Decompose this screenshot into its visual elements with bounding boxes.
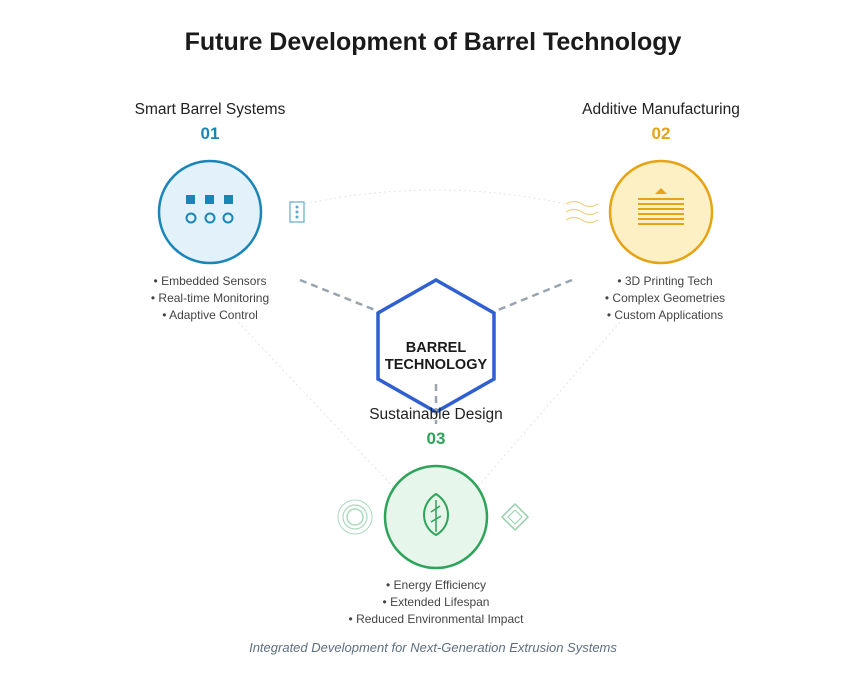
node-bullets-additive: 3D Printing Tech Complex Geometries Cust… [535,273,795,323]
bullet-item: Complex Geometries [535,290,795,307]
node-circle [157,159,263,265]
layered-print-icon [638,188,684,225]
footer-caption: Integrated Development for Next-Generati… [249,640,617,655]
node-number-03: 03 [426,429,446,448]
node-bullets-smart-barrel: Embedded Sensors Real-time Monitoring Ad… [80,273,340,323]
diagram-title: Future Development of Barrel Technology [184,28,682,56]
center-label-line2: TECHNOLOGY [384,357,488,373]
leaf-icon [423,492,449,537]
bullet-item: Energy Efficiency [306,577,566,594]
bullet-item: Custom Applications [535,307,795,324]
chip-icon [289,201,305,223]
bullet-item: Adaptive Control [80,307,340,324]
node-circle [608,159,714,265]
bullet-item: 3D Printing Tech [535,273,795,290]
node-smart-barrel [157,159,305,265]
node-title-additive: Additive Manufacturing [582,101,740,118]
node-title-sustainable: Sustainable Design [369,406,503,423]
node-number-01: 01 [200,124,220,143]
bullet-item: Embedded Sensors [80,273,340,290]
connector-arc-top [299,189,571,206]
node-sustainable [337,464,530,570]
node-title-smart-barrel: Smart Barrel Systems [134,101,286,118]
ring-icon [337,499,373,535]
faint-connectors [237,189,621,506]
node-number-02: 02 [651,124,671,143]
node-additive [565,159,714,265]
diamond-icon [500,502,530,532]
sensor-grid-icon [185,195,234,224]
connector-faint-left [237,321,411,506]
bullet-item: Reduced Environmental Impact [306,611,566,628]
center-label: BARREL TECHNOLOGY [366,340,506,374]
node-bullets-sustainable: Energy Efficiency Extended Lifespan Redu… [306,577,566,627]
connector-faint-right [461,321,621,506]
bullet-item: Extended Lifespan [306,594,566,611]
bullet-item: Real-time Monitoring [80,290,340,307]
wave-icon [565,200,599,224]
center-label-line1: BARREL [405,340,467,356]
